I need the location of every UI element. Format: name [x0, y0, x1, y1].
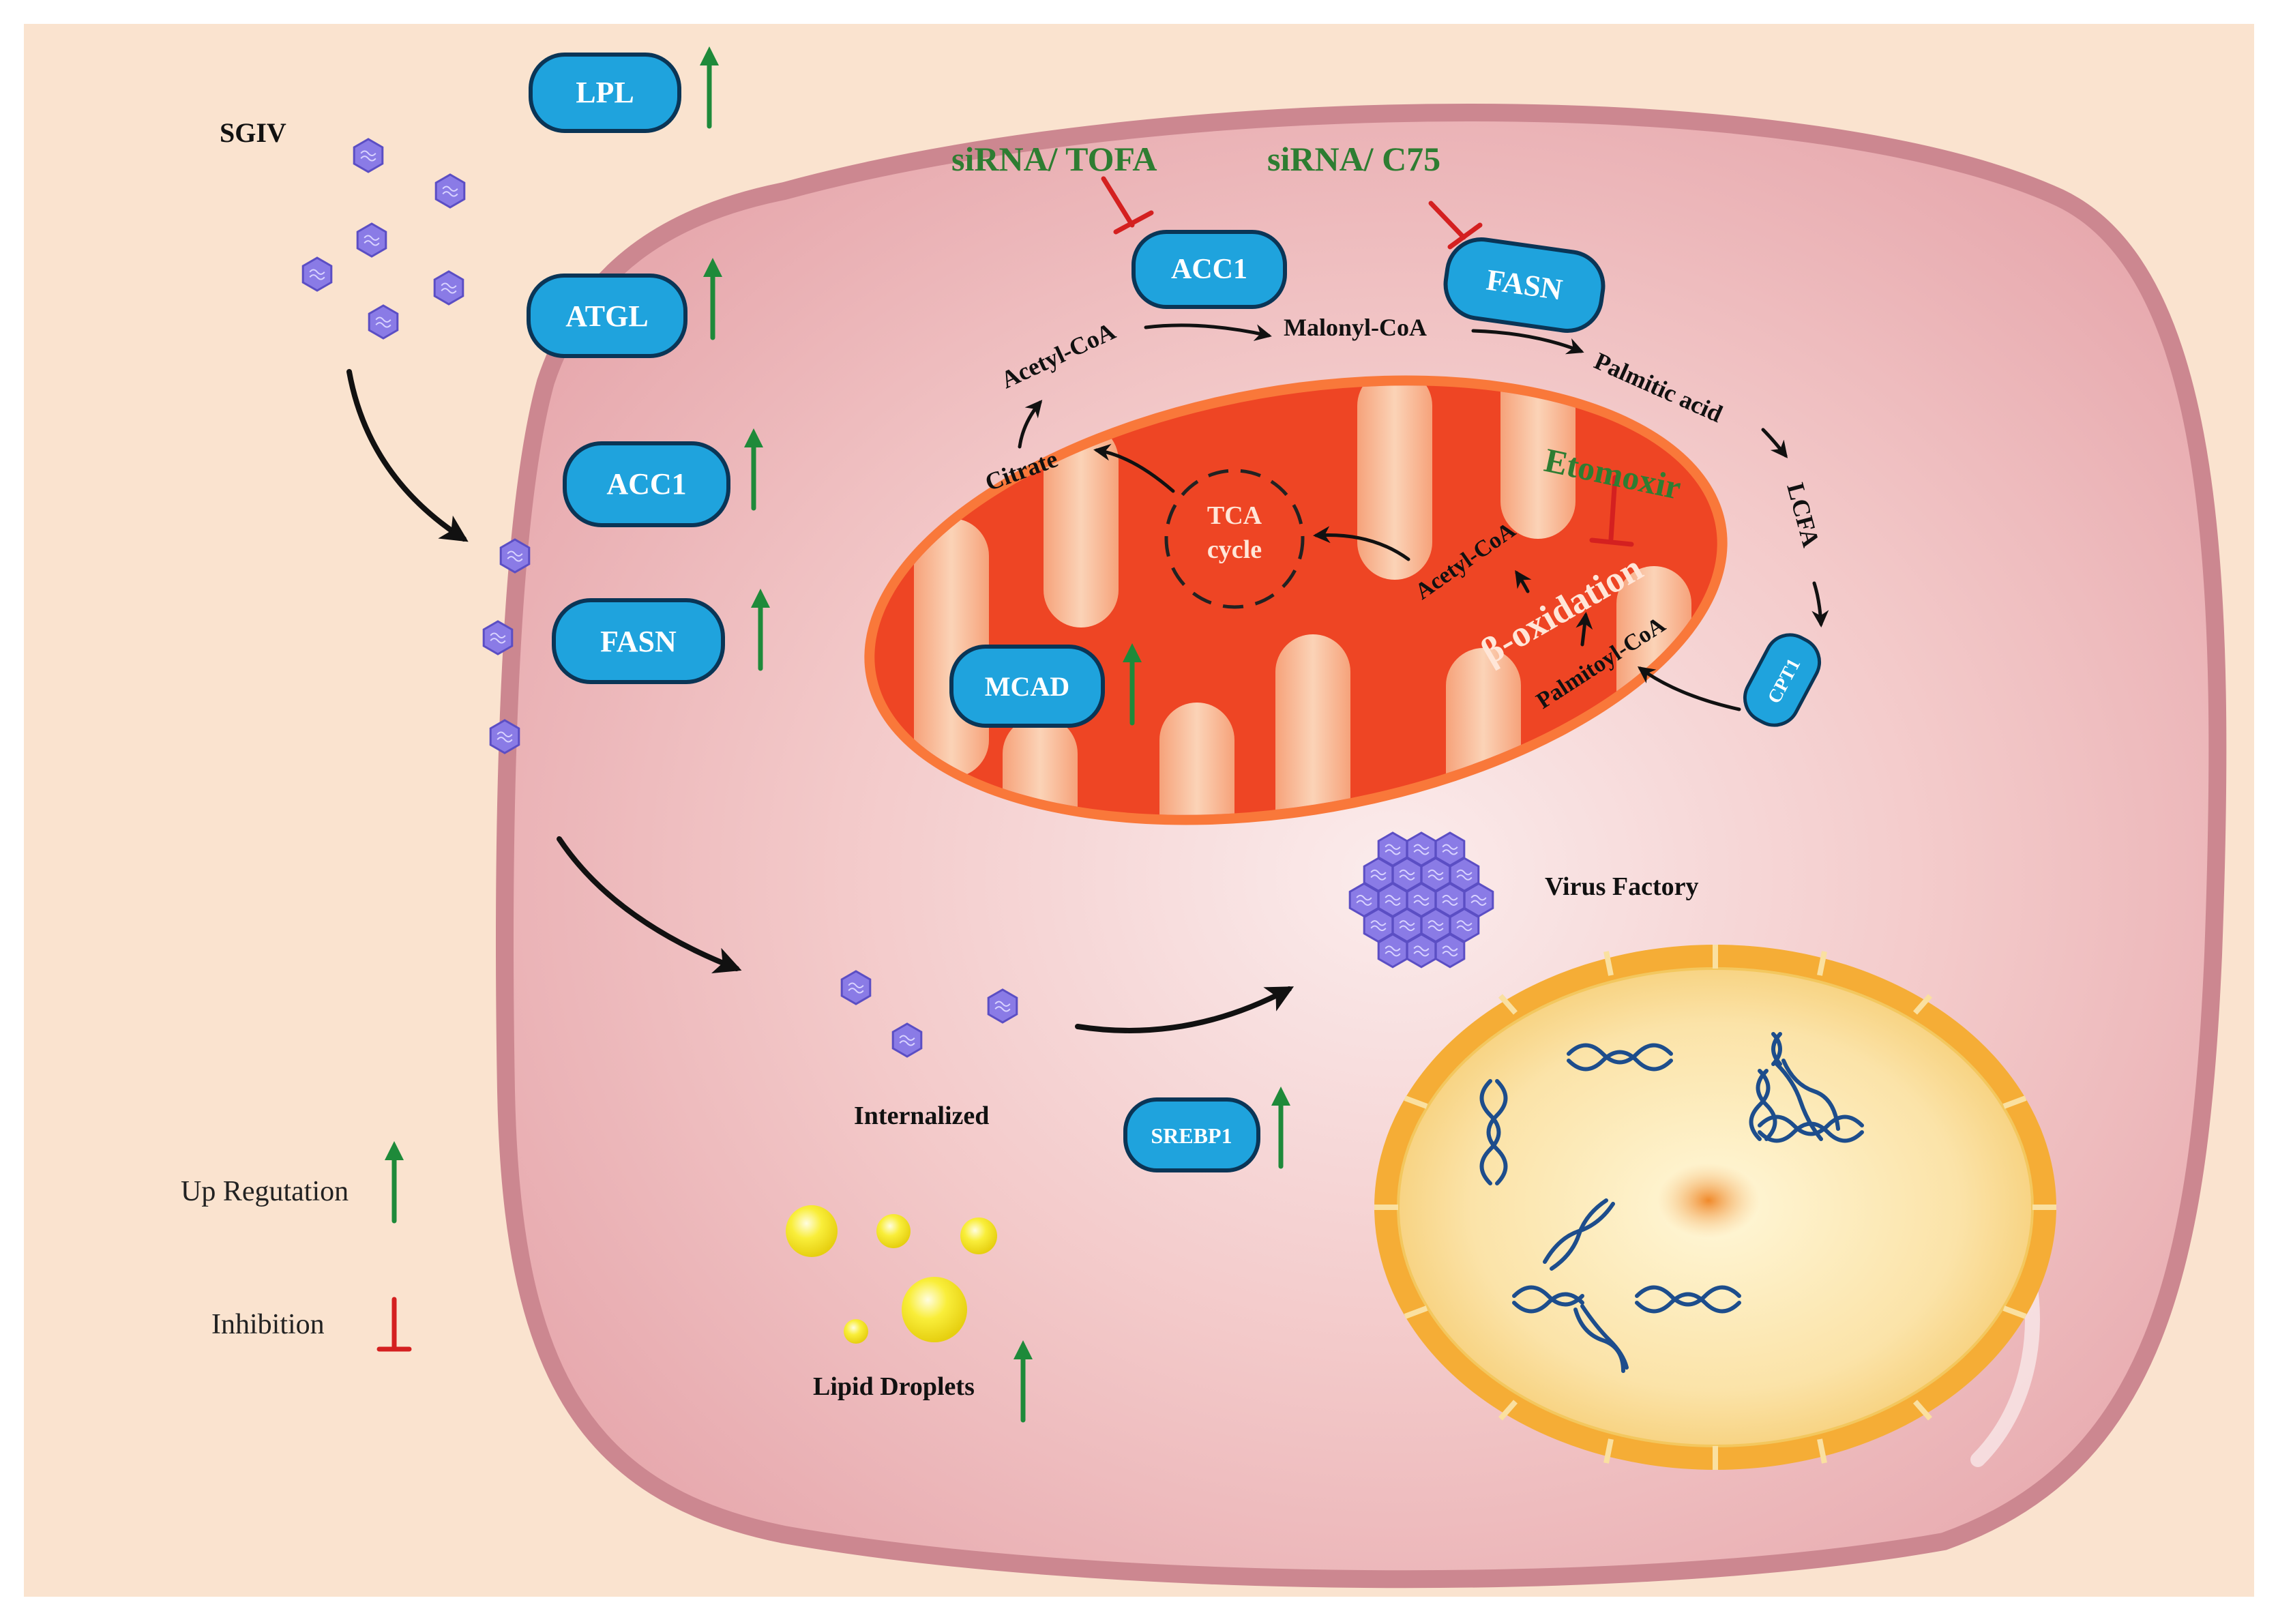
- virus-entry-arrow: [346, 369, 469, 542]
- nuclear-pores: [1374, 945, 2056, 1470]
- cpt1-to-palmitoyl-arrow: [1637, 666, 1741, 711]
- protein-lpl: LPL: [529, 53, 681, 133]
- virus-particle: [1434, 933, 1466, 969]
- legend-inhibition-label: Inhibition: [211, 1309, 325, 1340]
- tca-cycle-ring: [1164, 469, 1305, 609]
- palmitic-to-lcfa-arrow: [1761, 428, 1788, 458]
- label-virus-factory: Virus Factory: [1545, 872, 1698, 901]
- tca-label-line1: TCA: [1207, 501, 1262, 530]
- virus-particle: [1377, 933, 1408, 969]
- protein-fasn-left: FASN: [552, 598, 725, 684]
- metabolite-malonyl-coa: Malonyl-CoA: [1284, 314, 1427, 341]
- internalization-arrow: [557, 836, 742, 974]
- protein-label: ACC1: [1171, 254, 1247, 285]
- lipid-droplet: [960, 1217, 997, 1254]
- protein-cpt1: CPT1: [1743, 633, 1822, 727]
- lipid-droplet: [876, 1214, 911, 1248]
- protein-label: LPL: [576, 76, 634, 109]
- lipid-droplet: [902, 1277, 967, 1342]
- protein-acc1-top: ACC1: [1131, 230, 1287, 309]
- drug-label-c75: siRNA/ C75: [1267, 140, 1440, 178]
- dna-strands: [1479, 1032, 1864, 1373]
- protein-acc1-left: ACC1: [563, 441, 730, 527]
- legend-up-label: Up Regutation: [181, 1176, 349, 1207]
- drug-label-tofa: siRNA/ TOFA: [951, 140, 1157, 178]
- nucleus: [1374, 945, 2056, 1470]
- protein-label: FASN: [600, 625, 677, 658]
- virus-particle: [433, 270, 464, 306]
- protein-label: ACC1: [606, 467, 686, 501]
- protein-label: ATGL: [565, 299, 648, 333]
- virus-particle: [499, 538, 531, 574]
- lipid-droplets: [786, 1205, 997, 1344]
- virus-particle: [482, 620, 514, 655]
- virus-particle: [840, 970, 872, 1005]
- nucleolus: [1657, 1163, 1760, 1238]
- acetyl-to-tca-arrow: [1313, 526, 1410, 561]
- protein-srebp1: SREBP1: [1123, 1097, 1260, 1172]
- protein-fasn-top: FASN: [1443, 237, 1606, 333]
- tofa-inhibition-symbol: [1101, 176, 1154, 235]
- virus-particles: [301, 138, 1494, 1058]
- beta-oxidation-to-acetyl-arrow: [1515, 570, 1532, 593]
- virus-particle: [356, 222, 387, 258]
- protein-label: MCAD: [985, 671, 1069, 702]
- virus-particle: [301, 256, 333, 292]
- label-sgiv: SGIV: [220, 117, 286, 148]
- palmitoyl-to-beta-oxidation-arrow: [1576, 612, 1593, 647]
- virus-particle: [987, 988, 1018, 1024]
- virus-particle: [489, 719, 520, 754]
- protein-atgl: ATGL: [527, 274, 687, 358]
- tca-label-line2: cycle: [1207, 535, 1262, 564]
- citrate-to-acetyl-arrow: [1018, 400, 1043, 449]
- virus-particle: [353, 138, 384, 173]
- virus-particle: [1406, 933, 1437, 969]
- virus-particle: [434, 173, 466, 209]
- label-lipid-droplets: Lipid Droplets: [813, 1372, 975, 1401]
- protein-label: SREBP1: [1151, 1123, 1232, 1148]
- to-virus-factory-arrow: [1075, 986, 1295, 1033]
- virus-particle: [891, 1022, 923, 1058]
- virus-particle: [368, 304, 399, 340]
- lipid-droplet: [786, 1205, 838, 1257]
- lipid-droplet: [844, 1319, 868, 1344]
- etomoxir-inhibition-symbol: [1589, 475, 1634, 547]
- label-internalized: Internalized: [854, 1102, 989, 1130]
- legend-inhibition-symbol: [376, 1297, 412, 1352]
- lcfa-to-cpt1-arrow: [1811, 581, 1829, 628]
- protein-mcad: MCAD: [949, 645, 1105, 728]
- malonyl-to-palmitic-arrow: [1471, 329, 1584, 355]
- tca-to-citrate-arrow: [1093, 443, 1175, 493]
- acetyl-to-malonyl-arrow: [1144, 323, 1272, 341]
- c75-inhibition-symbol: [1428, 201, 1483, 250]
